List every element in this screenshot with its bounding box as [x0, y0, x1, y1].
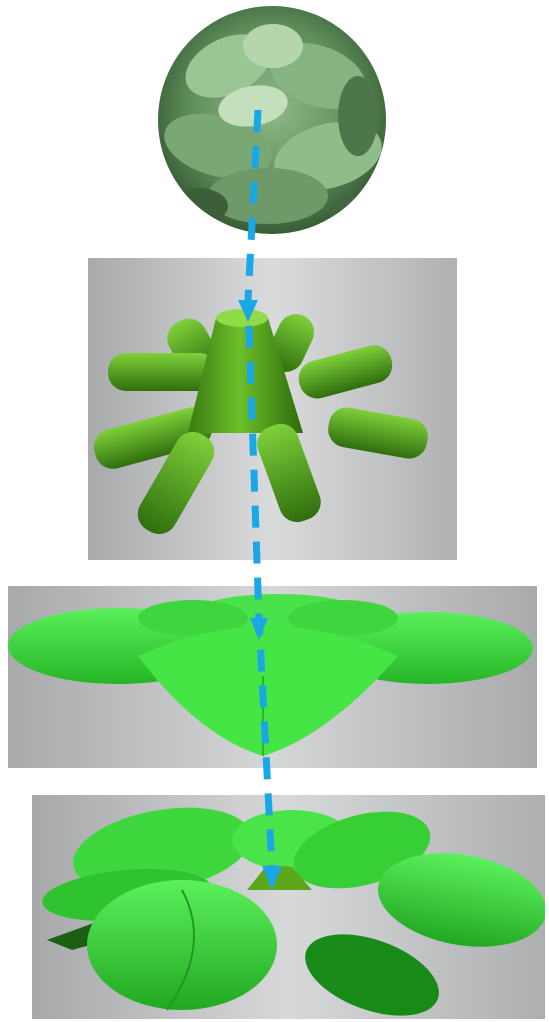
stem-model-render — [88, 258, 457, 560]
mature-leaves-art — [32, 795, 545, 1019]
mature-leaves-render — [32, 795, 545, 1019]
plant-photo-art — [158, 6, 386, 234]
stem-model-art — [88, 258, 457, 560]
early-leaves-render — [8, 586, 537, 768]
plant-photo — [158, 6, 386, 234]
early-leaves-art — [8, 586, 537, 768]
